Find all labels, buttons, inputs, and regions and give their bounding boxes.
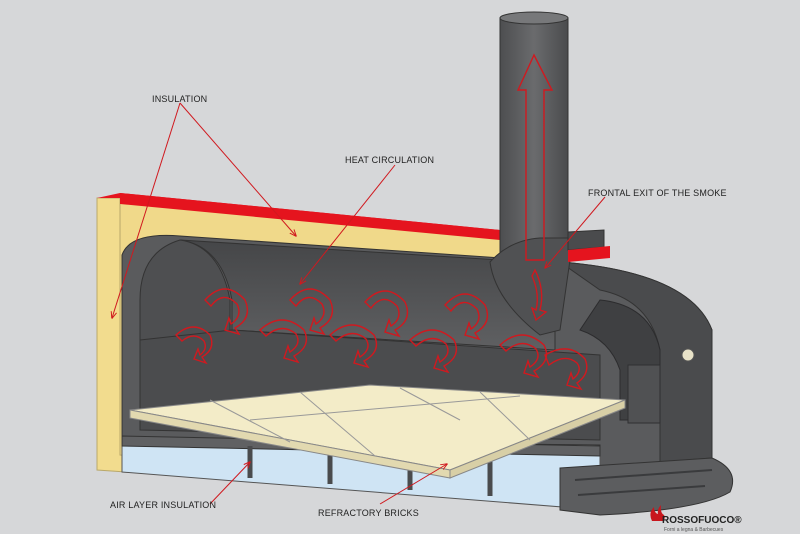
smoke-exit-arrow <box>516 53 554 261</box>
brand-tagline: Forni a legna & Barbecues <box>664 527 724 533</box>
insulation-leader-left <box>112 102 181 318</box>
air-layer-leader <box>209 462 250 505</box>
brand-logo: ROSSOFUOCO® Forni a legna & Barbecues <box>644 510 742 533</box>
annotation-lines <box>112 102 606 505</box>
insulation-red-top <box>120 193 500 240</box>
label-insulation: INSULATION <box>152 94 208 104</box>
heat-circulation-leader <box>300 164 396 284</box>
brand-logo-icon <box>650 505 665 521</box>
brand-name: ROSSOFUOCO® <box>662 515 742 526</box>
thermometer-icon <box>681 348 695 362</box>
refractory-leader <box>379 464 447 505</box>
label-refractory-bricks: REFRACTORY BRICKS <box>318 508 419 518</box>
heat-circulation-arrows <box>174 268 588 391</box>
frontal-exit-leader <box>545 196 606 268</box>
refractory-bricks <box>129 384 626 479</box>
label-frontal-exit: FRONTAL EXIT OF THE SMOKE <box>588 188 727 198</box>
label-air-layer: AIR LAYER INSULATION <box>110 500 217 510</box>
insulation-leader-right <box>179 102 296 236</box>
label-heat-circulation: HEAT CIRCULATION <box>345 155 435 165</box>
chimney-red-insulation <box>568 246 610 262</box>
